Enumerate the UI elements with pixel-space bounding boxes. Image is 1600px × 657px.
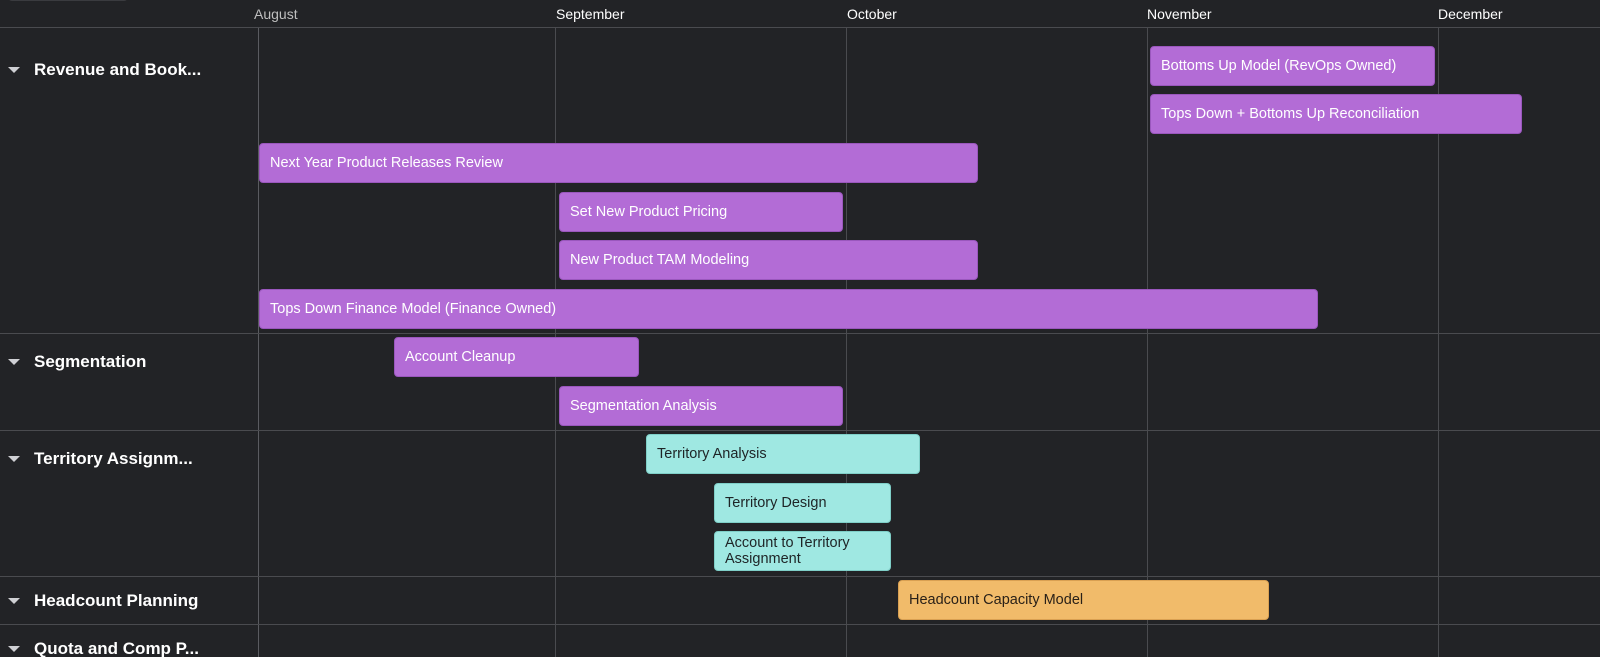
group-divider	[0, 624, 1600, 625]
group-divider	[0, 576, 1600, 577]
task-label: Tops Down Finance Model (Finance Owned)	[270, 301, 557, 317]
gridline-december	[1438, 28, 1439, 657]
group-title: Headcount Planning	[34, 591, 199, 610]
chevron-down-icon[interactable]	[8, 646, 20, 652]
month-label-december: December	[1438, 6, 1503, 22]
chevron-down-icon[interactable]	[8, 456, 20, 462]
group-header-revenue-and-bookings[interactable]: Revenue and Book...	[0, 55, 250, 85]
group-header-segmentation[interactable]: Segmentation	[0, 347, 250, 377]
group-divider	[0, 333, 1600, 334]
task-bar-account-cleanup[interactable]: Account Cleanup	[394, 337, 639, 377]
month-label-november: November	[1147, 6, 1212, 22]
task-bar-territory-design[interactable]: Territory Design	[714, 483, 891, 523]
group-divider	[0, 430, 1600, 431]
task-bar-account-to-territory-assignment[interactable]: Account to Territory Assignment	[714, 531, 891, 571]
gridline-november	[1147, 28, 1148, 657]
month-label-september: September	[556, 6, 625, 22]
group-title: Segmentation	[34, 352, 147, 371]
task-label: Tops Down + Bottoms Up Reconciliation	[1161, 106, 1420, 122]
group-title: Territory Assignm...	[34, 449, 193, 468]
task-label: New Product TAM Modeling	[570, 252, 750, 268]
task-label: Account to Territory Assignment	[725, 535, 850, 567]
month-label-august: August	[254, 6, 298, 22]
task-label: Next Year Product Releases Review	[270, 155, 503, 171]
task-bar-new-product-tam-modeling[interactable]: New Product TAM Modeling	[559, 240, 978, 280]
task-bar-territory-analysis[interactable]: Territory Analysis	[646, 434, 920, 474]
task-bar-set-new-product-pricing[interactable]: Set New Product Pricing	[559, 192, 843, 232]
chevron-down-icon[interactable]	[8, 359, 20, 365]
task-label: Territory Design	[725, 495, 827, 511]
gridline-october	[846, 28, 847, 657]
group-header-headcount-planning[interactable]: Headcount Planning	[0, 586, 250, 616]
task-label: Bottoms Up Model (RevOps Owned)	[1161, 58, 1397, 74]
chevron-down-icon[interactable]	[8, 67, 20, 73]
chevron-down-icon[interactable]	[8, 598, 20, 604]
task-label: Headcount Capacity Model	[909, 592, 1084, 608]
group-title: Quota and Comp P...	[34, 639, 199, 657]
task-bar-tops-down-bottoms-up-reconciliation[interactable]: Tops Down + Bottoms Up Reconciliation	[1150, 94, 1522, 134]
month-label-october: October	[847, 6, 897, 22]
task-bar-headcount-capacity-model[interactable]: Headcount Capacity Model	[898, 580, 1269, 620]
task-bar-bottoms-up-model[interactable]: Bottoms Up Model (RevOps Owned)	[1150, 46, 1435, 86]
group-header-territory-assignment[interactable]: Territory Assignm...	[0, 444, 250, 474]
task-bar-next-year-product-releases-review[interactable]: Next Year Product Releases Review	[259, 143, 978, 183]
task-label: Territory Analysis	[657, 446, 767, 462]
group-header-quota-and-comp[interactable]: Quota and Comp P...	[0, 634, 250, 657]
timeline-header: August September October November Decemb…	[0, 0, 1600, 28]
task-bar-tops-down-finance-model[interactable]: Tops Down Finance Model (Finance Owned)	[259, 289, 1318, 329]
group-title: Revenue and Book...	[34, 60, 202, 79]
task-label: Segmentation Analysis	[570, 398, 717, 414]
task-label: Account Cleanup	[405, 349, 516, 365]
view-tab[interactable]	[8, 0, 128, 1]
gridline-august	[258, 28, 259, 657]
task-label: Set New Product Pricing	[570, 204, 728, 220]
task-bar-segmentation-analysis[interactable]: Segmentation Analysis	[559, 386, 843, 426]
